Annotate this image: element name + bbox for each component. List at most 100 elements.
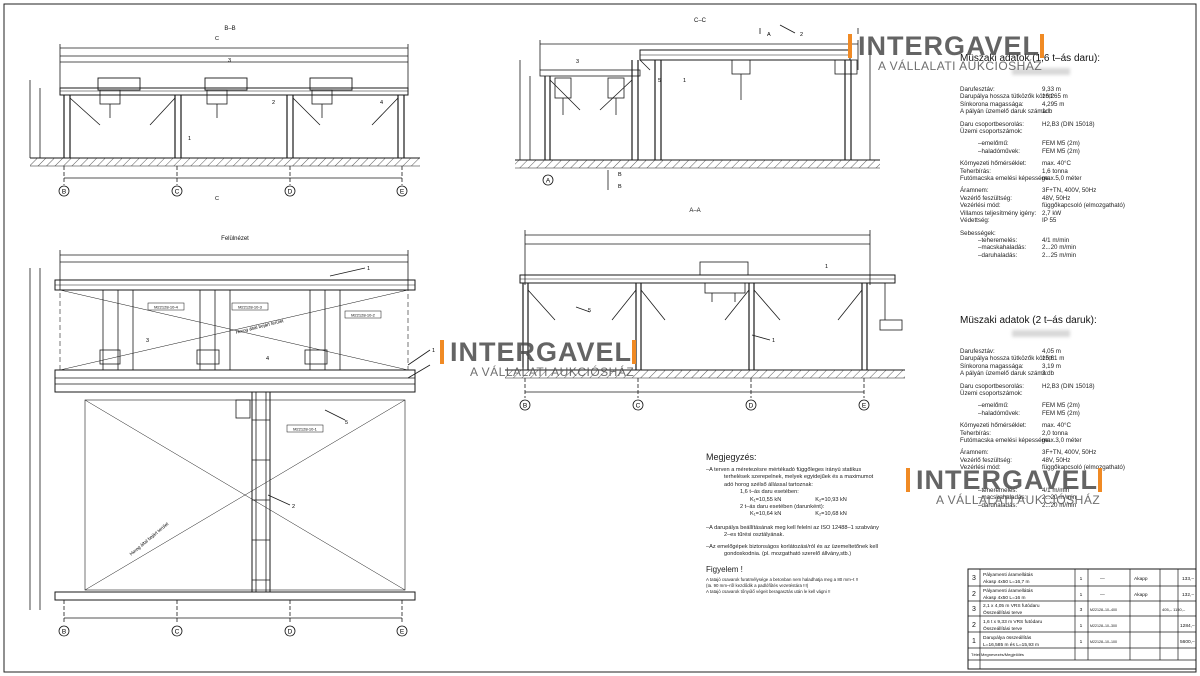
axis-label: C (175, 629, 180, 636)
spec-value: 4/1 m/min (1042, 236, 1070, 244)
spec-row: –emelőmű:FEM M5 (2m) (960, 140, 1192, 147)
spec-value: max. 40°C (1042, 160, 1071, 168)
bom-desc: L=16,585 m és L=15,93 m (983, 642, 1039, 648)
note-case-1: 1,6 t–ás daru esetében: (740, 489, 799, 496)
spec-value: H2,B3 (DIN 15018) (1042, 120, 1095, 128)
bom-desc: 1,6 t x 9,33 m VRS futódaru (983, 619, 1043, 625)
spec-row: Környezeti hőmérséklet: max. 40°C (960, 422, 1192, 429)
note-line: adó horog szélső állással tartoznak: (724, 481, 813, 488)
spec-row: Sínkorona magassága:3,19 m (960, 363, 1192, 370)
plan-label: Felülnézet (221, 236, 249, 242)
spec-key: Daru csoportbesorolás: (960, 382, 1024, 390)
spec-2-heading: Müszaki adatok (2 t–ás daruk): (960, 314, 1192, 340)
note-value: K₁=10,64 kN (750, 511, 782, 518)
plan-annotations: M22128-10-4 M22128-10-3 M22128-10-2 M221… (58, 266, 435, 637)
spec-key: –teheremelés: (978, 236, 1018, 244)
spec-row: Teherbírás:1,6 tonna (960, 168, 1192, 175)
spec-key: Teherbírás: (960, 429, 991, 437)
axis-label: D (288, 629, 293, 636)
spec-row: Üzemi csoportszámok: (960, 128, 1192, 135)
bom-mat: Akapp (1134, 576, 1148, 582)
axis-label: B (523, 403, 527, 410)
spec-value: max. 40°C (1042, 422, 1071, 430)
view-cc: C–C (515, 18, 880, 190)
plan-tag: M22128-10-1 (293, 427, 318, 432)
spec-key: Környezeti hőmérséklet: (960, 422, 1027, 430)
spec-value: IP 55 (1042, 217, 1057, 225)
spec-row: Áramnem: 3F+TN, 400V, 50Hz (960, 449, 1192, 456)
spec-key: Villamos teljesítmény igény: (960, 209, 1037, 217)
spec-key: Futómacska emelési képessége: (960, 175, 1051, 183)
spec-row: Sínkorona magassága:4,295 m (960, 101, 1192, 108)
spec-key: Darufesztáv: (960, 86, 995, 93)
bom-num: 2 (972, 591, 976, 598)
attention-heading: Figyelem ! (706, 565, 743, 575)
note-line: 2–es tűrési osztályának. (724, 532, 785, 539)
bom-mass: 1284,– (1180, 623, 1195, 629)
spec-block-1: Müszaki adatok (1,6 t–ás daru): Darufesz… (960, 52, 1192, 259)
bom-desc: 2,1 x 4,05 m VRS futódaru (983, 603, 1040, 609)
view-bb-label: B–B (224, 26, 235, 32)
section-mark: C (215, 196, 219, 202)
spec-row: Darufesztáv:4,05 m (960, 348, 1192, 355)
spec-row: –haladóművek:FEM M5 (2m) (960, 410, 1192, 417)
bom-dash: M22128–10–300 (1090, 624, 1117, 628)
spec-row: Daru csoportbesorolás:H2,B3 (DIN 15018) (960, 383, 1192, 390)
spec-value: 2,0 tonna (1042, 429, 1068, 437)
spec-row: Vezérlő feszültség:48V, 50Hz (960, 457, 1192, 464)
spec-value: 48V, 50Hz (1042, 456, 1071, 464)
spec-value: 4/1 m/min (1042, 486, 1070, 494)
bom-dash: — (1100, 593, 1105, 598)
callout: 3 (146, 338, 149, 344)
spec-value: 9,33 m (1042, 86, 1061, 93)
view-plan: Felülnézet (29, 236, 431, 624)
spec-row: Futómacska emelési képessége:max.3,0 mét… (960, 437, 1192, 444)
section-mark: C (215, 36, 219, 42)
note-line: –A darupálya beállításának meg kell fele… (706, 524, 879, 531)
bom-dash: M22128–10–100 (1090, 640, 1117, 644)
spec-value: 3F+TN, 400V, 50Hz (1042, 449, 1097, 457)
spec-value: FEM M5 (2m) (1042, 140, 1080, 148)
spec-key: Áramnem: (960, 187, 989, 195)
spec-key: Vezérlési mód: (960, 464, 1001, 472)
spec-row: Daru csoportbesorolás:H2,B3 (DIN 15018) (960, 121, 1192, 128)
bom-table-text: 3 Pályamenti áramellátás Akasp 4x50 L=16… (971, 572, 1195, 657)
note-case-2: 2 t–ás daru esetében (darunként): (740, 504, 825, 511)
spec-row: –teheremelés:4/1 m/min (960, 487, 1192, 494)
section-mark: B (618, 184, 622, 190)
bom-mat: Akapp (1134, 592, 1148, 598)
cc-annotations: A B B 2 3 5 1 A (542, 32, 803, 190)
bom-table-grid (967, 568, 1197, 670)
spec-row: –haladóművek:FEM M5 (2m) (960, 148, 1192, 155)
spec-row: –macskahaladás:2...20 m/min (960, 244, 1192, 251)
spec-key: Üzemi csoportszámok: (960, 128, 1023, 136)
bom-desc: Akasp 4x50 L=16,7 m (983, 579, 1030, 585)
axis-label: C (636, 403, 641, 410)
axis-label: B (62, 629, 66, 636)
bom-desc: Akasp 4x50 L=16 m (983, 595, 1026, 601)
spec-row: Üzemi csoportszámok: (960, 390, 1192, 397)
spec-key: –macskahaladás: (978, 244, 1027, 252)
bom-desc: Pályamenti áramellátás (983, 588, 1033, 594)
spec-value: FEM M5 (2m) (1042, 409, 1080, 417)
spec-value: 3,19 m (1042, 362, 1061, 370)
spec-row: Darupálya hossza tütközők között:16,265 … (960, 93, 1192, 100)
spec-value: max.3,0 méter (1042, 437, 1082, 445)
bom-qty: 1 (1080, 623, 1083, 629)
callout: 4 (266, 356, 269, 362)
spec-row: Védettség: IP 55 (960, 217, 1192, 224)
spec-row: Futómacska emelési képessége:max.5,0 mét… (960, 175, 1192, 182)
bom-desc: Darupálya összeállítás (983, 635, 1032, 641)
callout: 1 (367, 266, 370, 272)
axis-label: D (288, 189, 293, 196)
note-line: terhelések szerepelnek, melyek egyidejűe… (724, 474, 874, 481)
section-mark: A (767, 32, 771, 38)
plan-tag: M22128-10-4 (154, 305, 179, 310)
spec-row: Vezérlő feszültség:48V, 50Hz (960, 195, 1192, 202)
spec-value: függőkapcsoló (elmozgatható) (1042, 202, 1125, 210)
spec-key: Áramnem: (960, 449, 989, 457)
callout: 1 (825, 264, 828, 270)
spec-key: –emelőmű: (978, 402, 1009, 410)
spec-key: Védettség: (960, 217, 990, 225)
